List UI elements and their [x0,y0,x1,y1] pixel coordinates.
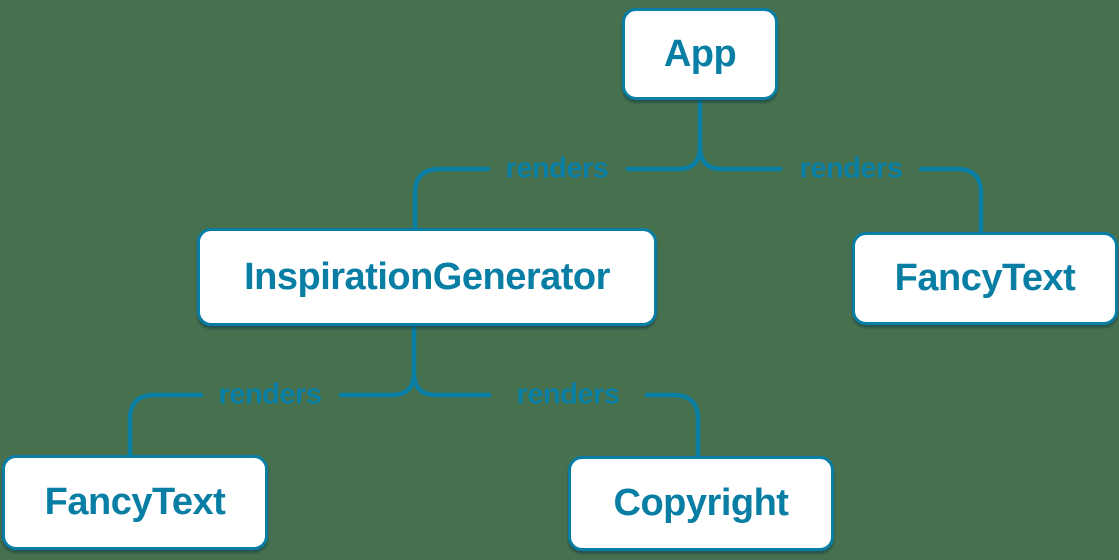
edge-label-app-fancytext: renders [799,152,903,185]
edge-app-left-arm [625,144,703,172]
node-inspiration-generator-label: InspirationGenerator [244,255,610,298]
edge-app-left-drop [412,166,491,231]
edge-ig-right-arm [411,370,492,398]
edge-ig-left-drop [127,392,204,458]
node-fancy-text-bottom: FancyText [2,455,268,550]
edge-ig-right-drop [644,392,701,459]
node-app: App [622,8,778,100]
edge-app-right-arm [697,144,783,172]
node-copyright: Copyright [568,456,834,551]
node-app-label: App [663,32,737,75]
edge-label-inspiration-fancytext: renders [218,378,322,411]
node-copyright-label: Copyright [613,482,789,524]
node-inspiration-generator: InspirationGenerator [197,228,657,326]
edge-app-right-drop [918,166,984,235]
node-fancy-text-bottom-label: FancyText [44,481,226,523]
edge-label-inspiration-copyright: renders [516,378,620,411]
node-fancy-text-top: FancyText [852,232,1118,325]
edge-label-app-inspiration: renders [505,152,609,185]
edge-ig-left-arm [338,370,417,398]
node-fancy-text-top-label: FancyText [894,257,1076,299]
